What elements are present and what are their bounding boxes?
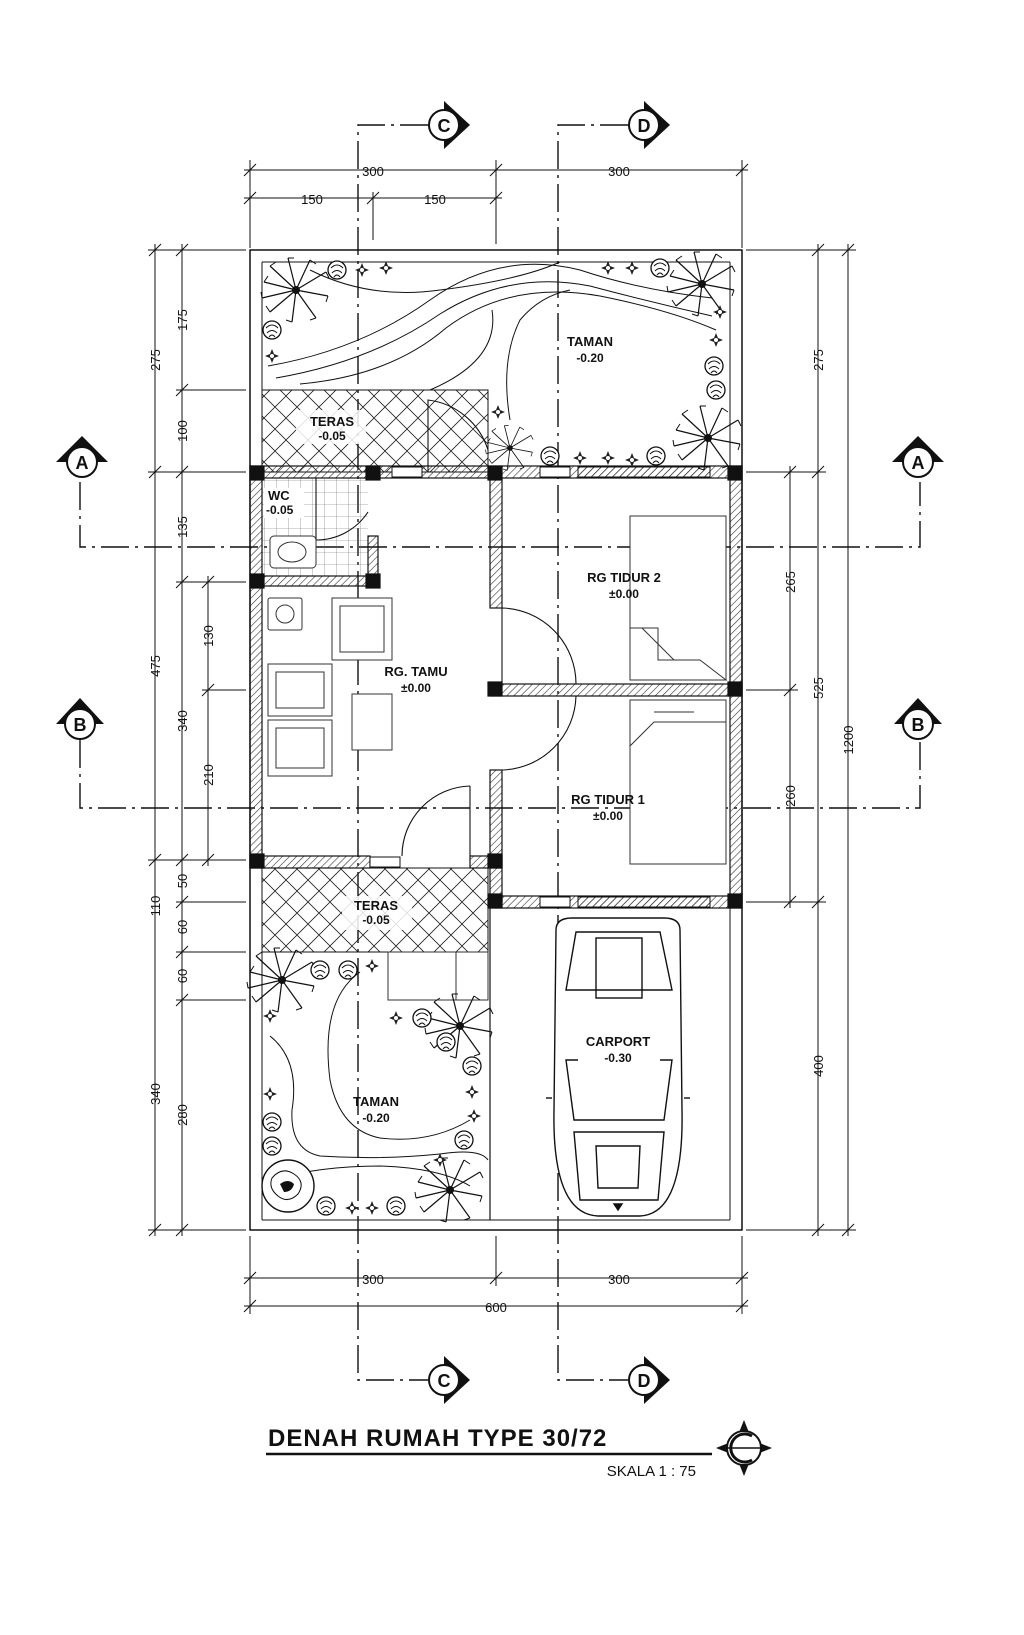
svg-text:150: 150 bbox=[301, 192, 323, 207]
svg-text:300: 300 bbox=[608, 1272, 630, 1287]
room-label-wc: WC -0.05 bbox=[264, 488, 304, 518]
front-garden-paths bbox=[269, 971, 489, 1187]
section-marker-b-right: B bbox=[894, 698, 942, 740]
room-label-carport: CARPORT -0.30 bbox=[578, 1032, 660, 1066]
svg-text:340: 340 bbox=[148, 1083, 163, 1105]
section-marker-c-bottom: C bbox=[428, 1356, 470, 1404]
svg-text:175: 175 bbox=[175, 309, 190, 331]
svg-text:DENAH RUMAH TYPE 30/72: DENAH RUMAH TYPE 30/72 bbox=[268, 1425, 607, 1452]
svg-text:TAMAN: TAMAN bbox=[567, 334, 613, 349]
svg-text:400: 400 bbox=[811, 1055, 826, 1077]
svg-text:60: 60 bbox=[175, 969, 190, 983]
svg-text:-0.20: -0.20 bbox=[362, 1111, 390, 1125]
svg-text:RG. TAMU: RG. TAMU bbox=[384, 664, 447, 679]
svg-text:100: 100 bbox=[175, 420, 190, 442]
svg-text:525: 525 bbox=[811, 677, 826, 699]
svg-text:50: 50 bbox=[175, 874, 190, 888]
svg-text:SKALA 1 : 75: SKALA 1 : 75 bbox=[607, 1463, 696, 1480]
svg-text:265: 265 bbox=[783, 571, 798, 593]
room-label-teras-rear: TERAS -0.05 bbox=[296, 410, 366, 444]
svg-text:TERAS: TERAS bbox=[354, 898, 398, 913]
room-label-rg-tidur-1: RG TIDUR 1 ±0.00 bbox=[571, 792, 645, 823]
room-label-rg-tamu: RG. TAMU ±0.00 bbox=[384, 664, 447, 695]
room-label-taman-rear: TAMAN -0.20 bbox=[567, 334, 613, 365]
svg-text:TAMAN: TAMAN bbox=[353, 1094, 399, 1109]
svg-text:±0.00: ±0.00 bbox=[593, 809, 623, 823]
section-lines bbox=[79, 124, 921, 1381]
svg-text:C: C bbox=[438, 116, 451, 136]
svg-text:TERAS: TERAS bbox=[310, 414, 354, 429]
section-marker-b-left: B bbox=[56, 698, 104, 740]
furniture bbox=[267, 515, 728, 1001]
room-label-teras-front: TERAS -0.05 bbox=[342, 896, 412, 930]
room-label-taman-front: TAMAN -0.20 bbox=[353, 1094, 399, 1125]
svg-text:A: A bbox=[912, 453, 925, 473]
svg-text:130: 130 bbox=[201, 625, 216, 647]
svg-text:260: 260 bbox=[783, 785, 798, 807]
svg-text:135: 135 bbox=[175, 516, 190, 538]
svg-text:C: C bbox=[438, 1371, 451, 1391]
svg-text:300: 300 bbox=[362, 164, 384, 179]
section-marker-a-right: A bbox=[892, 436, 944, 478]
svg-text:-0.05: -0.05 bbox=[266, 503, 294, 517]
svg-text:300: 300 bbox=[608, 164, 630, 179]
svg-text:275: 275 bbox=[148, 349, 163, 371]
svg-text:280: 280 bbox=[175, 1104, 190, 1126]
svg-text:B: B bbox=[912, 715, 925, 735]
windows bbox=[369, 466, 711, 908]
svg-text:1200: 1200 bbox=[841, 726, 856, 755]
svg-text:600: 600 bbox=[485, 1300, 507, 1315]
svg-text:340: 340 bbox=[175, 710, 190, 732]
dimension-lines bbox=[148, 160, 856, 1314]
svg-text:210: 210 bbox=[201, 764, 216, 786]
svg-text:WC: WC bbox=[268, 488, 290, 503]
svg-text:±0.00: ±0.00 bbox=[401, 681, 431, 695]
svg-text:-0.05: -0.05 bbox=[318, 429, 346, 443]
svg-text:-0.05: -0.05 bbox=[362, 913, 390, 927]
svg-text:60: 60 bbox=[175, 920, 190, 934]
svg-text:-0.20: -0.20 bbox=[576, 351, 604, 365]
section-marker-a-left: A bbox=[56, 436, 108, 478]
svg-text:-0.30: -0.30 bbox=[604, 1051, 632, 1065]
section-marker-d-top: D bbox=[628, 101, 670, 149]
doors bbox=[315, 399, 577, 857]
room-label-rg-tidur-2: RG TIDUR 2 ±0.00 bbox=[587, 570, 661, 601]
svg-text:A: A bbox=[76, 453, 89, 473]
svg-text:150: 150 bbox=[424, 192, 446, 207]
car-outline bbox=[546, 917, 690, 1217]
svg-text:RG TIDUR 2: RG TIDUR 2 bbox=[587, 570, 661, 585]
svg-text:475: 475 bbox=[148, 655, 163, 677]
dimension-labels: 300 300 150 150 300 300 600 275 475 340 … bbox=[148, 164, 856, 1315]
svg-text:110: 110 bbox=[148, 896, 163, 917]
section-marker-d-bottom: D bbox=[628, 1356, 670, 1404]
svg-text:RG TIDUR 1: RG TIDUR 1 bbox=[571, 792, 645, 807]
svg-text:D: D bbox=[638, 116, 651, 136]
svg-text:CARPORT: CARPORT bbox=[586, 1034, 650, 1049]
svg-text:±0.00: ±0.00 bbox=[609, 587, 639, 601]
drawing-title: DENAH RUMAH TYPE 30/72 SKALA 1 : 75 bbox=[266, 1425, 712, 1480]
svg-text:275: 275 bbox=[811, 349, 826, 371]
svg-text:D: D bbox=[638, 1371, 651, 1391]
svg-text:300: 300 bbox=[362, 1272, 384, 1287]
section-marker-c-top: C bbox=[428, 101, 470, 149]
north-arrow-icon bbox=[716, 1420, 772, 1476]
svg-text:B: B bbox=[74, 715, 87, 735]
rear-terrace-floor bbox=[261, 389, 489, 473]
plant-icons bbox=[246, 251, 742, 1223]
rear-garden-paths bbox=[267, 261, 717, 421]
